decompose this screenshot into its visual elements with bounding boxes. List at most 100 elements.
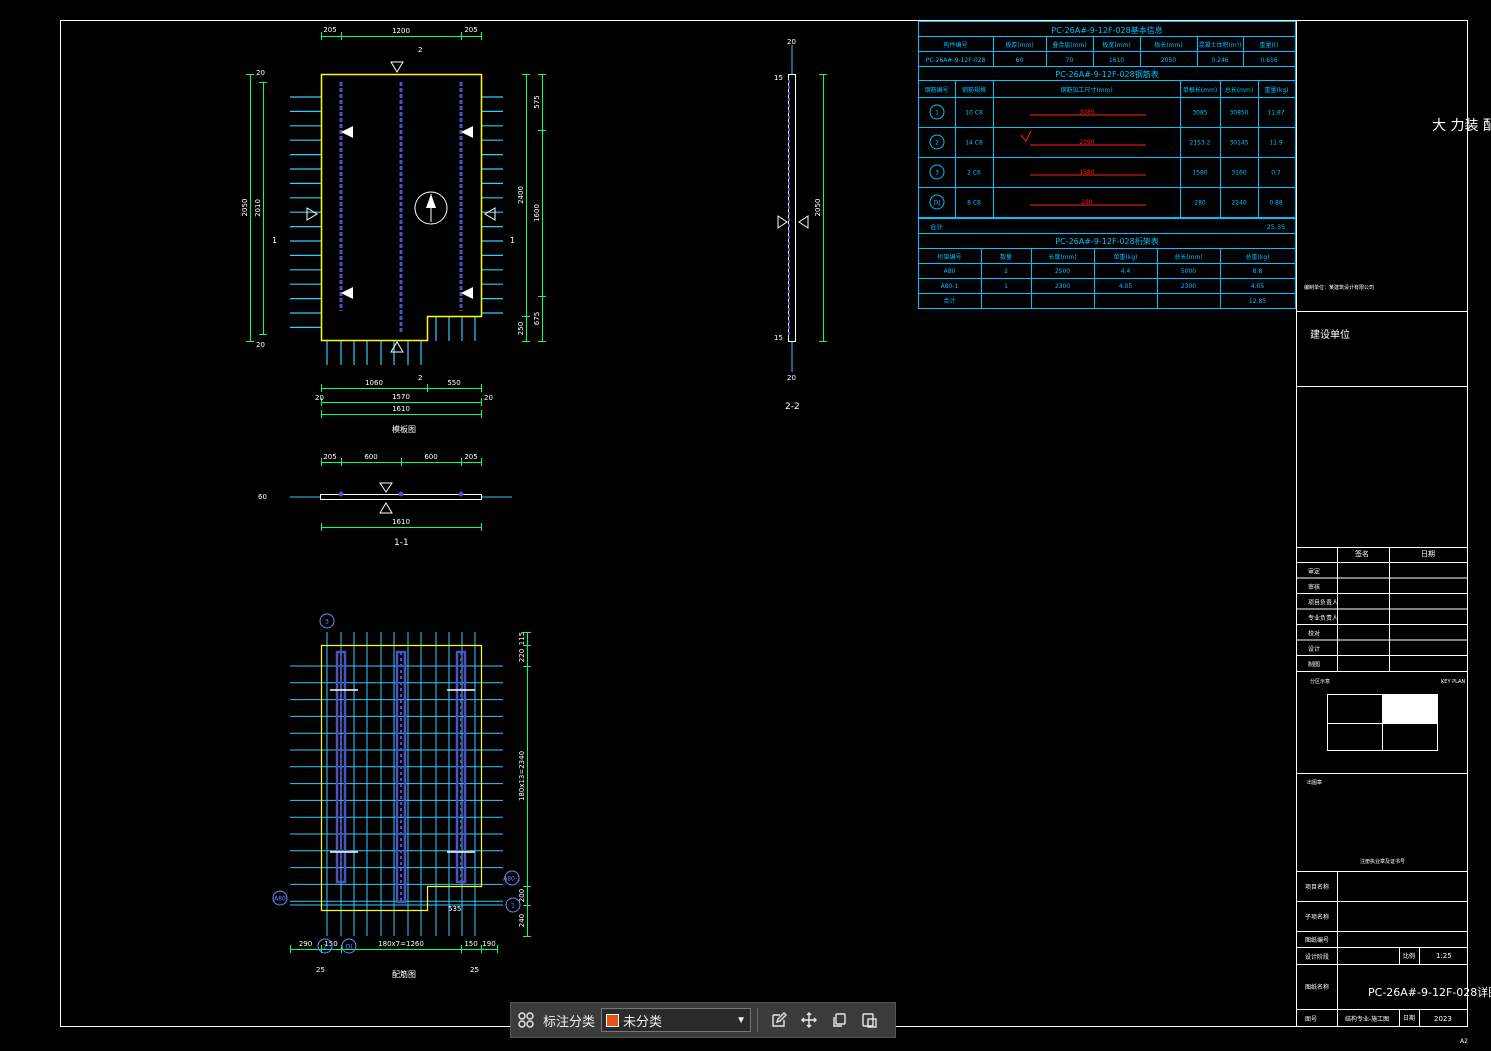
sign-row-label: 校对: [1308, 630, 1320, 638]
sign-row-label: 项目负责人: [1308, 599, 1338, 607]
schedule-tables: PC-26A#-9-12F-028基本信息 构件编号板厚(mm)叠合层(mm)板…: [918, 21, 1296, 309]
rebar-panel-outline: [320, 644, 483, 912]
svg-text:2400: 2400: [517, 186, 525, 204]
key-plan-label: 分区示意: [1310, 678, 1330, 685]
project-name-label: 项目名称: [1305, 883, 1329, 891]
table2-rebar-length: 280: [1194, 200, 1206, 207]
svg-text:20: 20: [256, 341, 265, 349]
svg-text:2050: 2050: [814, 199, 822, 217]
rebar-number-circle: [929, 104, 945, 120]
rebar-tag-a80-1: [504, 870, 520, 886]
sign-row-label: 设计: [1308, 645, 1320, 653]
table1-header: 板宽(mm): [1102, 41, 1130, 49]
table2-rebar-weight: 11.9: [1269, 140, 1283, 147]
rebar-tag-dj-label: DJ: [346, 944, 353, 951]
sign-header-name: 签名: [1355, 549, 1369, 558]
svg-text:20: 20: [787, 374, 796, 382]
table2-header: 总长(mm): [1225, 86, 1253, 94]
svg-text:150: 150: [324, 940, 337, 948]
table2-total-label: 合计: [930, 222, 944, 231]
svg-text:2050: 2050: [241, 199, 249, 217]
table2-rebar-weight: 0.7: [1271, 170, 1281, 177]
scale-label: 比例: [1403, 952, 1415, 960]
scale-value: 1:25: [1436, 952, 1452, 960]
annotation-category-select[interactable]: 未分类 ▼: [601, 1008, 752, 1032]
paste-icon[interactable]: [854, 1005, 884, 1035]
rebar-tag-1: [505, 897, 521, 913]
svg-text:290: 290: [299, 940, 312, 948]
rebar-tag-a80-1-label: A80-1: [503, 876, 521, 883]
seal-label: 出图章: [1307, 779, 1322, 786]
sign-table: 签名日期审定审核项目负责人专业负责人校对设计制图: [1296, 547, 1467, 672]
table3-cell: 1: [1004, 283, 1008, 290]
table2-rebar-number: 1: [935, 110, 939, 117]
svg-text:575: 575: [533, 95, 541, 108]
table2-rebar-shape-dim: 3085: [1079, 109, 1094, 116]
table3-header: 桁架编号: [937, 253, 961, 261]
rebar-tag-dj: [341, 938, 357, 954]
table1-cell: 60: [1016, 57, 1024, 64]
table2-rebar-spec: 14 C8: [965, 140, 983, 147]
table2-header: 钢筋规格: [962, 86, 986, 94]
svg-text:675: 675: [533, 312, 541, 325]
build-unit-label: 建设单位: [1310, 328, 1350, 341]
table3-cell: A80-1: [941, 283, 959, 290]
date-value: 2023: [1434, 1015, 1452, 1023]
design-unit-note: 编制单位：某建筑设计有限公司: [1304, 284, 1374, 291]
svg-text:2010: 2010: [254, 199, 262, 217]
sign-row-label: 制图: [1308, 661, 1320, 669]
table1-cell: 2050: [1161, 57, 1176, 64]
table3-cell: 4.4: [1121, 268, 1131, 275]
svg-text:600: 600: [364, 453, 377, 461]
sheet-label: 图号: [1305, 1016, 1317, 1023]
plan-title: 模板图: [392, 424, 416, 434]
table3-cell: 2300: [1181, 283, 1196, 290]
table2-rebar-number: DJ: [934, 200, 941, 207]
edit-icon[interactable]: [764, 1005, 794, 1035]
svg-text:20: 20: [256, 69, 265, 77]
svg-text:200: 200: [518, 889, 526, 902]
plan-orientation-symbol: [414, 191, 448, 225]
svg-text:1200: 1200: [392, 27, 410, 35]
rebar-tag-3-label: 3: [325, 619, 329, 626]
drawing-number-label: 图纸编号: [1305, 936, 1329, 944]
sign-row-label: 审定: [1308, 568, 1320, 576]
table2-rebar-total: 30850: [1229, 110, 1248, 117]
table3-cell: 5000: [1181, 268, 1196, 275]
move-icon[interactable]: [794, 1005, 824, 1035]
svg-text:20: 20: [787, 38, 796, 46]
title-block: 大 力装 配 编制单位：某建筑设计有限公司 建设单位 签名日期审定审核项目负责人…: [1296, 118, 1491, 1045]
grid-icon[interactable]: [511, 1005, 541, 1035]
date-label: 日期: [1403, 1014, 1415, 1022]
table2-rebar-shape-dim: 1580: [1079, 169, 1094, 176]
plan-section-mark-top: 2: [418, 46, 422, 54]
rebar-view-title: 配筋图: [392, 969, 416, 979]
key-plan: [1327, 694, 1438, 751]
table2-rebar-shape-dim: 280: [1081, 199, 1093, 206]
copy-icon[interactable]: [824, 1005, 854, 1035]
svg-text:205: 205: [464, 26, 477, 34]
plan-section-mark-right: 1: [510, 236, 515, 245]
subitem-name-label: 子项名称: [1305, 913, 1329, 921]
table3-cell: 12.85: [1249, 298, 1266, 305]
table3-cell: 4.05: [1119, 283, 1133, 290]
table2-total-value: 25.35: [1267, 223, 1286, 231]
table1-cell: PC-26A#-9-12F-028: [926, 57, 986, 64]
table2-rebar-spec: 2 C6: [967, 170, 981, 177]
plan-section-markers: [306, 61, 496, 353]
table2-rebar-spec: 10 C8: [965, 110, 983, 117]
rebar-number-circle: [929, 164, 945, 180]
table2-rebar-shape-dim: 2090: [1079, 139, 1094, 146]
svg-text:180x13=2340: 180x13=2340: [518, 751, 526, 801]
table2-rebar-weight: 11.87: [1267, 110, 1284, 117]
table2-rebar-spec: 8 C8: [967, 200, 981, 207]
table2-rebar-total: 2240: [1231, 200, 1246, 207]
svg-text:205: 205: [323, 26, 336, 34]
chevron-down-icon: ▼: [736, 1014, 747, 1026]
